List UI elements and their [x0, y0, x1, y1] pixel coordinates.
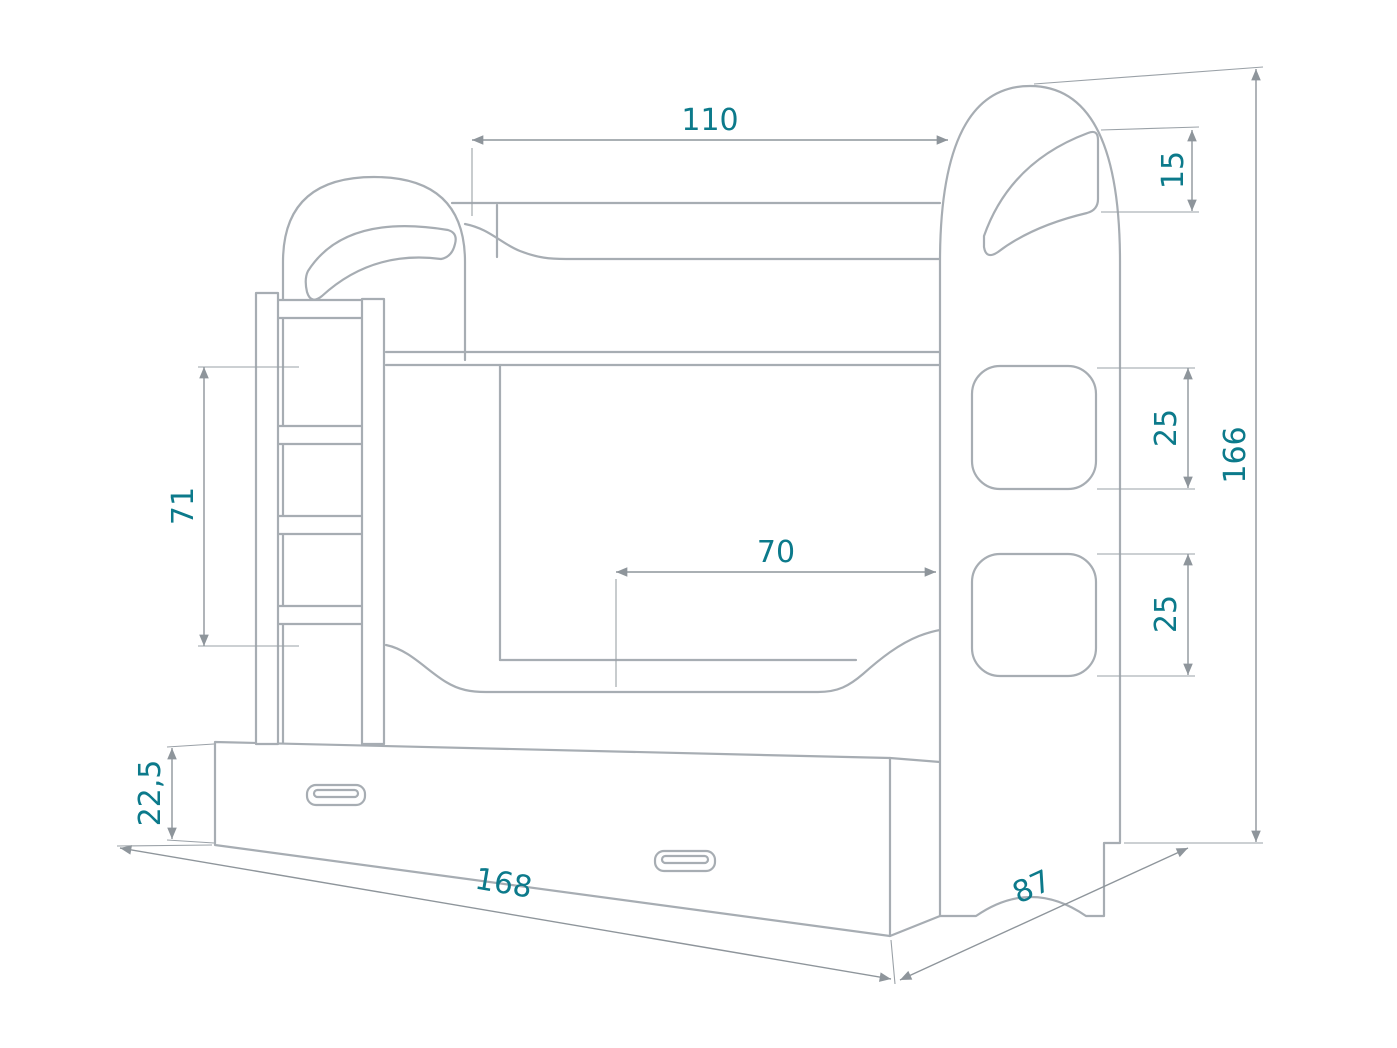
- dim-label-25-upper: 25: [1149, 409, 1184, 447]
- left-panel-outline: [281, 175, 467, 745]
- right-end-panel: [938, 84, 1122, 918]
- ladder-rung-3: [272, 514, 368, 536]
- drawer-front: [213, 740, 892, 938]
- ladder: [254, 291, 386, 746]
- trundle-drawer: [213, 740, 942, 938]
- dim-label-70: 70: [757, 535, 795, 570]
- dim-label-25-lower: 25: [1149, 595, 1184, 633]
- ladder-rung-2: [272, 424, 368, 446]
- top-bunk: [384, 201, 942, 367]
- dim-label-166: 166: [1218, 426, 1253, 483]
- ladder-right-rail: [360, 297, 386, 746]
- left-end-panel: [281, 175, 467, 745]
- dim-label-110: 110: [681, 103, 738, 138]
- ladder-rung-1: [272, 298, 368, 320]
- ext-166-top: [1033, 66, 1264, 85]
- ladder-left-rail: [254, 291, 280, 746]
- right-panel-crescent-cutout: [982, 130, 1100, 257]
- ladder-rung-4: [272, 604, 368, 626]
- base-right-top-edge: [888, 756, 942, 764]
- dim-label-71: 71: [166, 487, 201, 525]
- front-guard-rail-top-edge: [463, 222, 942, 261]
- bottom-bunk-wavy-rail: [384, 628, 942, 694]
- dim-label-15: 15: [1156, 151, 1191, 189]
- ext-22_5-bottom: [166, 839, 215, 844]
- base-right-bottom-edge: [888, 914, 942, 938]
- dim-line-168: [119, 845, 892, 982]
- drawer-handle-left-lip: [312, 788, 360, 799]
- bottom-bunk: [384, 363, 942, 694]
- right-panel-lower-cutout: [970, 552, 1098, 678]
- ext-15-top: [1100, 126, 1200, 131]
- left-panel-crescent-cutout: [304, 225, 457, 301]
- ext-168-left: [116, 844, 213, 847]
- ext-22_5-top: [166, 743, 215, 748]
- right-panel-upper-cutout: [970, 364, 1098, 491]
- drawer-handle-left: [305, 783, 367, 807]
- dim-line-87: [899, 847, 1189, 981]
- dim-label-22_5: 22,5: [133, 760, 168, 827]
- ext-168-right: [890, 939, 896, 985]
